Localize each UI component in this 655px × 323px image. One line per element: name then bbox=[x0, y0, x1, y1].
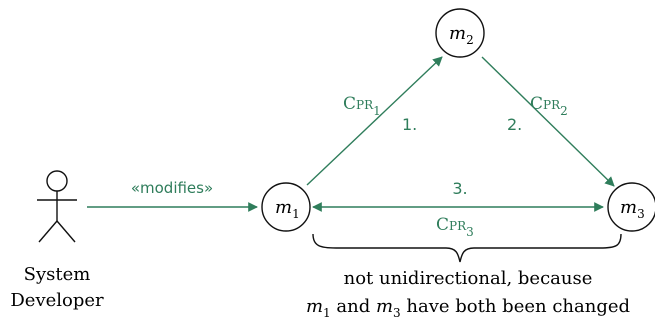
note-line-1: not unidirectional, because bbox=[344, 268, 593, 289]
edge-step-3: 3. bbox=[452, 179, 467, 198]
edge-label-cpr3: Cpr3 bbox=[436, 215, 474, 239]
note-brace bbox=[312, 233, 622, 263]
node-m2: m2 bbox=[435, 8, 485, 58]
node-m1: m1 bbox=[261, 182, 311, 232]
edge-m2-m3 bbox=[481, 56, 615, 187]
actor-label-line1: System bbox=[24, 264, 91, 285]
edge-m1-m2 bbox=[306, 56, 443, 186]
actor-label-line2: Developer bbox=[10, 290, 104, 311]
edge-label-cpr2: Cpr2 bbox=[530, 94, 568, 118]
edge-step-2: 2. bbox=[507, 115, 522, 134]
note-line-2: m1 and m3 have both been changed bbox=[306, 296, 630, 320]
svg-text:m1: m1 bbox=[275, 197, 300, 221]
node-m3: m3 bbox=[607, 182, 655, 232]
svg-text:m2: m2 bbox=[449, 23, 474, 47]
modifies-label: «modifies» bbox=[131, 179, 213, 197]
edge-label-cpr1: Cpr1 bbox=[343, 94, 381, 118]
system-developer-actor bbox=[37, 170, 77, 243]
svg-text:m3: m3 bbox=[620, 197, 645, 221]
edge-step-1: 1. bbox=[402, 115, 417, 134]
